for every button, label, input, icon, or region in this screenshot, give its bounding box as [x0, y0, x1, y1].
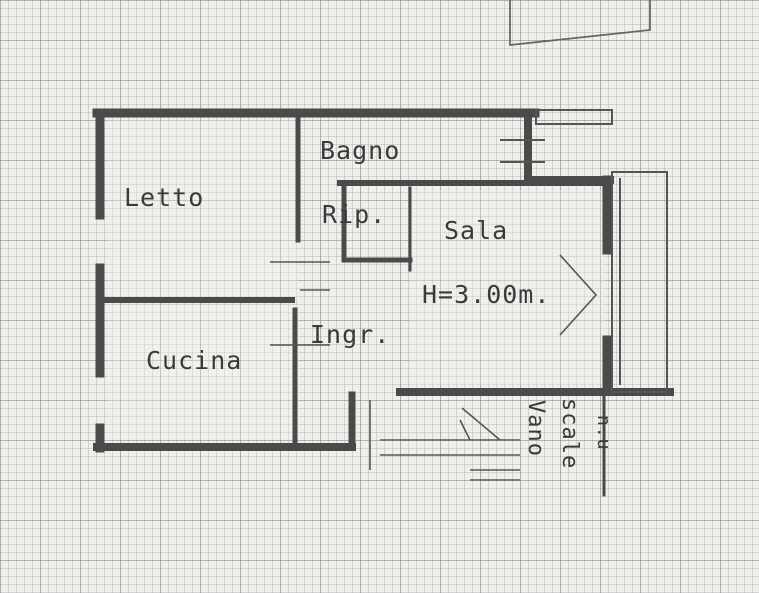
room-label-kitchen: Cucina: [146, 346, 243, 375]
stair-treads: [369, 400, 520, 481]
stair-label-word1: Vano: [523, 400, 548, 457]
top-right-detail: [500, 109, 613, 163]
room-label-entrance: Ingr.: [310, 320, 391, 349]
room-fills: [108, 120, 605, 440]
balcony: [611, 171, 668, 393]
room-label-storage: Rip.: [322, 200, 387, 229]
stair-label-mark: n.u: [593, 415, 614, 451]
room-label-bedroom: Letto: [124, 183, 205, 212]
neighbour-outline: [509, 0, 651, 47]
ceiling-height-note: H=3.00m.: [422, 280, 551, 309]
walls: [92, 108, 674, 497]
stair-label-word2: scale: [557, 398, 582, 470]
room-label-bathroom: Bagno: [320, 136, 401, 165]
door-symbols: [270, 254, 598, 346]
room-label-living: Sala: [444, 216, 509, 245]
